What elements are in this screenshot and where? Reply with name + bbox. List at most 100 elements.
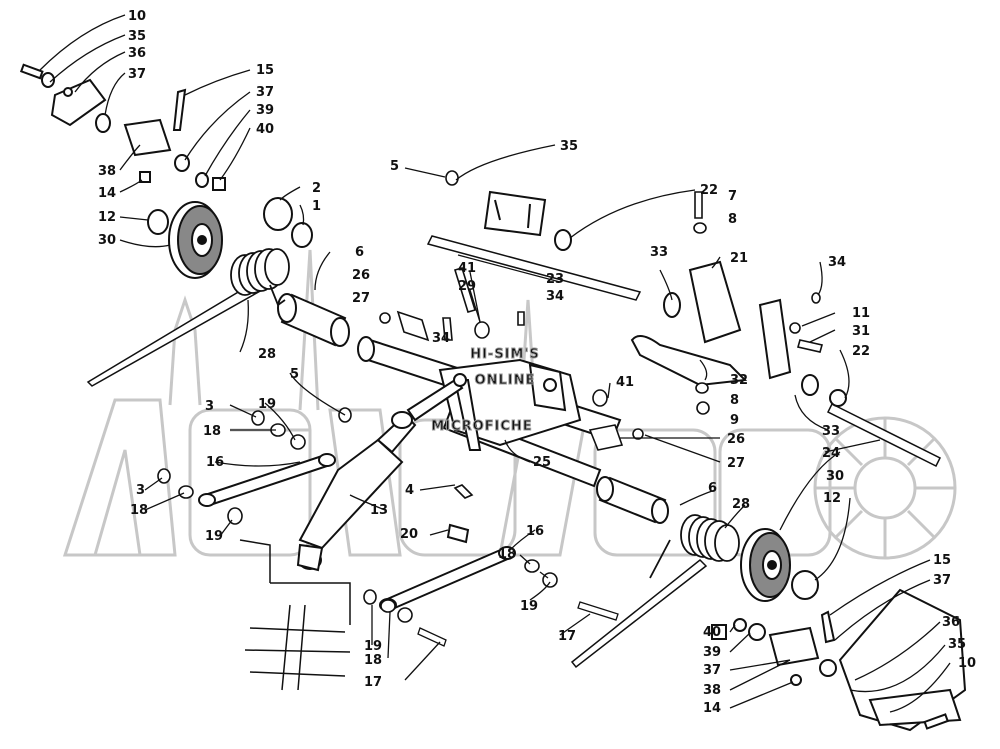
block-38-lower — [768, 626, 820, 667]
callout-label: 17 — [364, 675, 382, 690]
callout-label: 15 — [256, 63, 274, 78]
callout-labels: 10 35 36 37 15 37 39 40 38 14 12 30 2 1 … — [98, 9, 976, 716]
skid-32 — [630, 335, 748, 387]
callout-label: 14 — [703, 701, 721, 716]
callout-label: 38 — [703, 683, 721, 698]
callout-label: 37 — [256, 85, 274, 100]
callout-label: 16 — [526, 524, 544, 539]
callout-label: 38 — [98, 164, 116, 179]
callout-label: 26 — [352, 268, 370, 283]
callout-label: 3 — [136, 483, 145, 498]
callout-label: 19 — [258, 397, 276, 412]
callout-label: 22 — [852, 344, 870, 359]
callout-label: 11 — [852, 306, 870, 321]
idler-wheels — [168, 201, 791, 602]
callout-label: 19 — [520, 599, 538, 614]
callout-label: 26 — [727, 432, 745, 447]
callout-label: 36 — [128, 46, 146, 61]
callout-label: 8 — [728, 212, 737, 227]
callout-label: 41 — [458, 261, 476, 276]
callout-label: 25 — [533, 455, 551, 470]
callout-label: 40 — [256, 122, 274, 137]
callout-label: 3 — [205, 399, 214, 414]
callout-label: 35 — [948, 637, 966, 652]
callout-label: 18 — [203, 424, 221, 439]
callout-label: 31 — [852, 324, 870, 339]
callout-label: 15 — [933, 553, 951, 568]
callout-label: 37 — [933, 573, 951, 588]
callout-label: 34 — [828, 255, 846, 270]
callout-label: 16 — [206, 455, 224, 470]
callout-label: 36 — [942, 615, 960, 630]
callout-label: 39 — [256, 103, 274, 118]
idler-wheel-upper — [168, 201, 223, 279]
shock-absorber — [296, 411, 417, 572]
link-lower — [383, 546, 512, 612]
bracket-21 — [688, 260, 742, 344]
callout-label: 35 — [560, 139, 578, 154]
callout-label: 41 — [616, 375, 634, 390]
bolt-17b — [417, 627, 447, 647]
callout-label: 24 — [822, 446, 840, 461]
callout-label: 19 — [205, 529, 223, 544]
callout-label: 29 — [458, 279, 476, 294]
spring-arm-upper — [86, 281, 264, 387]
callout-label: 23 — [546, 272, 564, 287]
callout-label: 8 — [730, 393, 739, 408]
watermark-text: HI-SIM'S ONLINE MICROFICHE — [431, 347, 540, 435]
callout-label: 37 — [703, 663, 721, 678]
callout-label: 6 — [708, 481, 717, 496]
callout-label: 21 — [730, 251, 748, 266]
small-hardware — [157, 170, 824, 623]
leader-lines — [39, 14, 951, 713]
callout-label: 35 — [128, 29, 146, 44]
callout-label: 13 — [370, 503, 388, 518]
idler-wheel-lower — [740, 528, 791, 602]
callout-label: 34 — [432, 331, 450, 346]
callout-label: 37 — [128, 67, 146, 82]
axle-23 — [426, 235, 642, 301]
torsion-spring-lower — [649, 514, 740, 579]
rods — [86, 235, 942, 669]
callout-label: 34 — [546, 289, 564, 304]
spacer-20 — [446, 523, 470, 544]
callout-label: 12 — [98, 210, 116, 225]
upper-end-hardware — [19, 63, 313, 248]
callout-label: 20 — [400, 527, 418, 542]
inset-detail — [239, 539, 351, 691]
spring-arm-lower — [570, 558, 708, 669]
callout-label: 30 — [98, 233, 116, 248]
callout-label: 1 — [312, 199, 321, 214]
callout-label: 19 — [364, 639, 382, 654]
callout-label: 14 — [98, 186, 116, 201]
pin-15-lower — [820, 610, 836, 644]
callout-label: 18 — [498, 547, 516, 562]
pin-15-upper — [172, 88, 187, 131]
callout-label: 4 — [405, 483, 414, 498]
lower-end-hardware — [711, 570, 967, 732]
callout-label: 5 — [290, 367, 299, 382]
callout-label: 5 — [390, 159, 399, 174]
callout-label: 28 — [258, 347, 276, 362]
callout-label: 7 — [728, 189, 737, 204]
callout-label: 27 — [727, 456, 745, 471]
callout-label: 6 — [355, 245, 364, 260]
callout-label: 18 — [130, 503, 148, 518]
arm-frame — [406, 358, 582, 451]
callout-label: 30 — [826, 469, 844, 484]
callout-label: 22 — [700, 183, 718, 198]
plate-31 — [758, 298, 792, 380]
torsion-spring-upper — [230, 248, 290, 307]
callout-label: 10 — [128, 9, 146, 24]
callout-label: 9 — [730, 413, 739, 428]
callout-label: 18 — [364, 653, 382, 668]
callout-label: 2 — [312, 181, 321, 196]
bolt-17 — [577, 601, 619, 621]
watermark-line1: HI-SIM'S — [470, 347, 540, 362]
watermark-line3: MICROFICHE — [431, 419, 532, 434]
bracket-22 — [483, 190, 547, 237]
callout-label: 40 — [703, 625, 721, 640]
callout-label: 28 — [732, 497, 750, 512]
